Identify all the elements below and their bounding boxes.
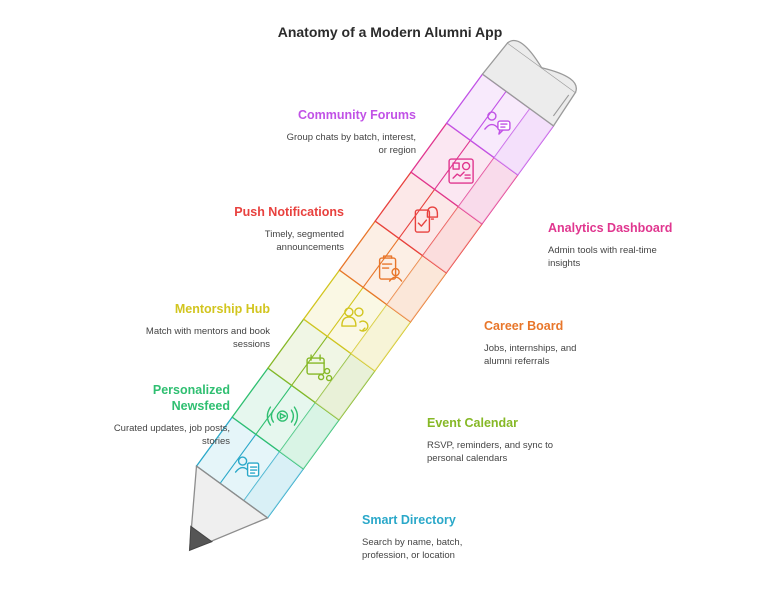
label-event: Event Calendar RSVP, reminders, and sync… bbox=[427, 415, 647, 465]
directory-desc: Search by name, batch, profession, or lo… bbox=[362, 537, 463, 561]
label-directory: Smart Directory Search by name, batch, p… bbox=[362, 512, 582, 562]
push-desc: Timely, segmented announcements bbox=[264, 229, 344, 253]
job-board-icon bbox=[378, 255, 403, 282]
label-community: Community Forums Group chats by batch, i… bbox=[196, 107, 416, 157]
directory-icon bbox=[234, 456, 260, 477]
label-analytics: Analytics Dashboard Admin tools with rea… bbox=[548, 220, 768, 270]
mentor-title: Mentorship Hub bbox=[174, 302, 270, 316]
segment-facet-line bbox=[291, 336, 328, 386]
calendar-share-icon bbox=[306, 354, 333, 382]
newsfeed-desc: Curated updates, job posts, stories bbox=[113, 423, 230, 447]
analytics-title: Analytics Dashboard bbox=[548, 221, 673, 235]
eraser-cap bbox=[507, 39, 577, 93]
community-desc: Group chats by batch, interest, or regio… bbox=[286, 132, 416, 156]
segment-shade bbox=[243, 451, 304, 518]
segment-shade bbox=[494, 108, 554, 175]
segment-facet-line bbox=[362, 238, 400, 288]
label-newsfeed: Personalized Newsfeed Curated updates, j… bbox=[10, 382, 230, 448]
mentor-desc: Match with mentors and book sessions bbox=[145, 326, 270, 350]
segment-shade bbox=[458, 157, 518, 224]
event-title: Event Calendar bbox=[427, 416, 519, 430]
label-mentor: Mentorship Hub Match with mentors and bo… bbox=[50, 301, 270, 351]
bell-phone-icon bbox=[414, 206, 439, 233]
segment-shade bbox=[351, 304, 411, 371]
career-desc: Jobs, internships, and alumni referrals bbox=[484, 343, 577, 367]
segment-shade bbox=[386, 255, 447, 322]
diagram-title: Anatomy of a Modern Alumni App bbox=[277, 24, 503, 40]
analytics-desc: Admin tools with real-time insights bbox=[548, 245, 657, 269]
segment-facet-line bbox=[219, 434, 257, 484]
directory-title: Smart Directory bbox=[362, 513, 456, 527]
tip-edge bbox=[196, 465, 268, 519]
label-push: Push Notifications Timely, segmented ann… bbox=[124, 204, 344, 254]
pencil-lead bbox=[189, 525, 213, 551]
label-career: Career Board Jobs, internships, and alum… bbox=[484, 318, 704, 368]
eraser-band bbox=[552, 94, 570, 117]
push-title: Push Notifications bbox=[234, 205, 344, 219]
segment-shade bbox=[315, 353, 375, 420]
community-title: Community Forums bbox=[297, 108, 416, 122]
chat-users-icon bbox=[484, 111, 511, 135]
segment-facet-line bbox=[398, 189, 436, 239]
segment-shade bbox=[279, 402, 339, 469]
mentor-icon bbox=[341, 307, 369, 332]
dashboard-icon bbox=[448, 158, 474, 184]
event-desc: RSVP, reminders, and sync to personal ca… bbox=[427, 440, 554, 464]
segment-shade bbox=[422, 206, 482, 273]
newsfeed-title: Personalized Newsfeed bbox=[152, 383, 230, 413]
broadcast-icon bbox=[266, 406, 299, 426]
career-title: Career Board bbox=[484, 319, 564, 333]
